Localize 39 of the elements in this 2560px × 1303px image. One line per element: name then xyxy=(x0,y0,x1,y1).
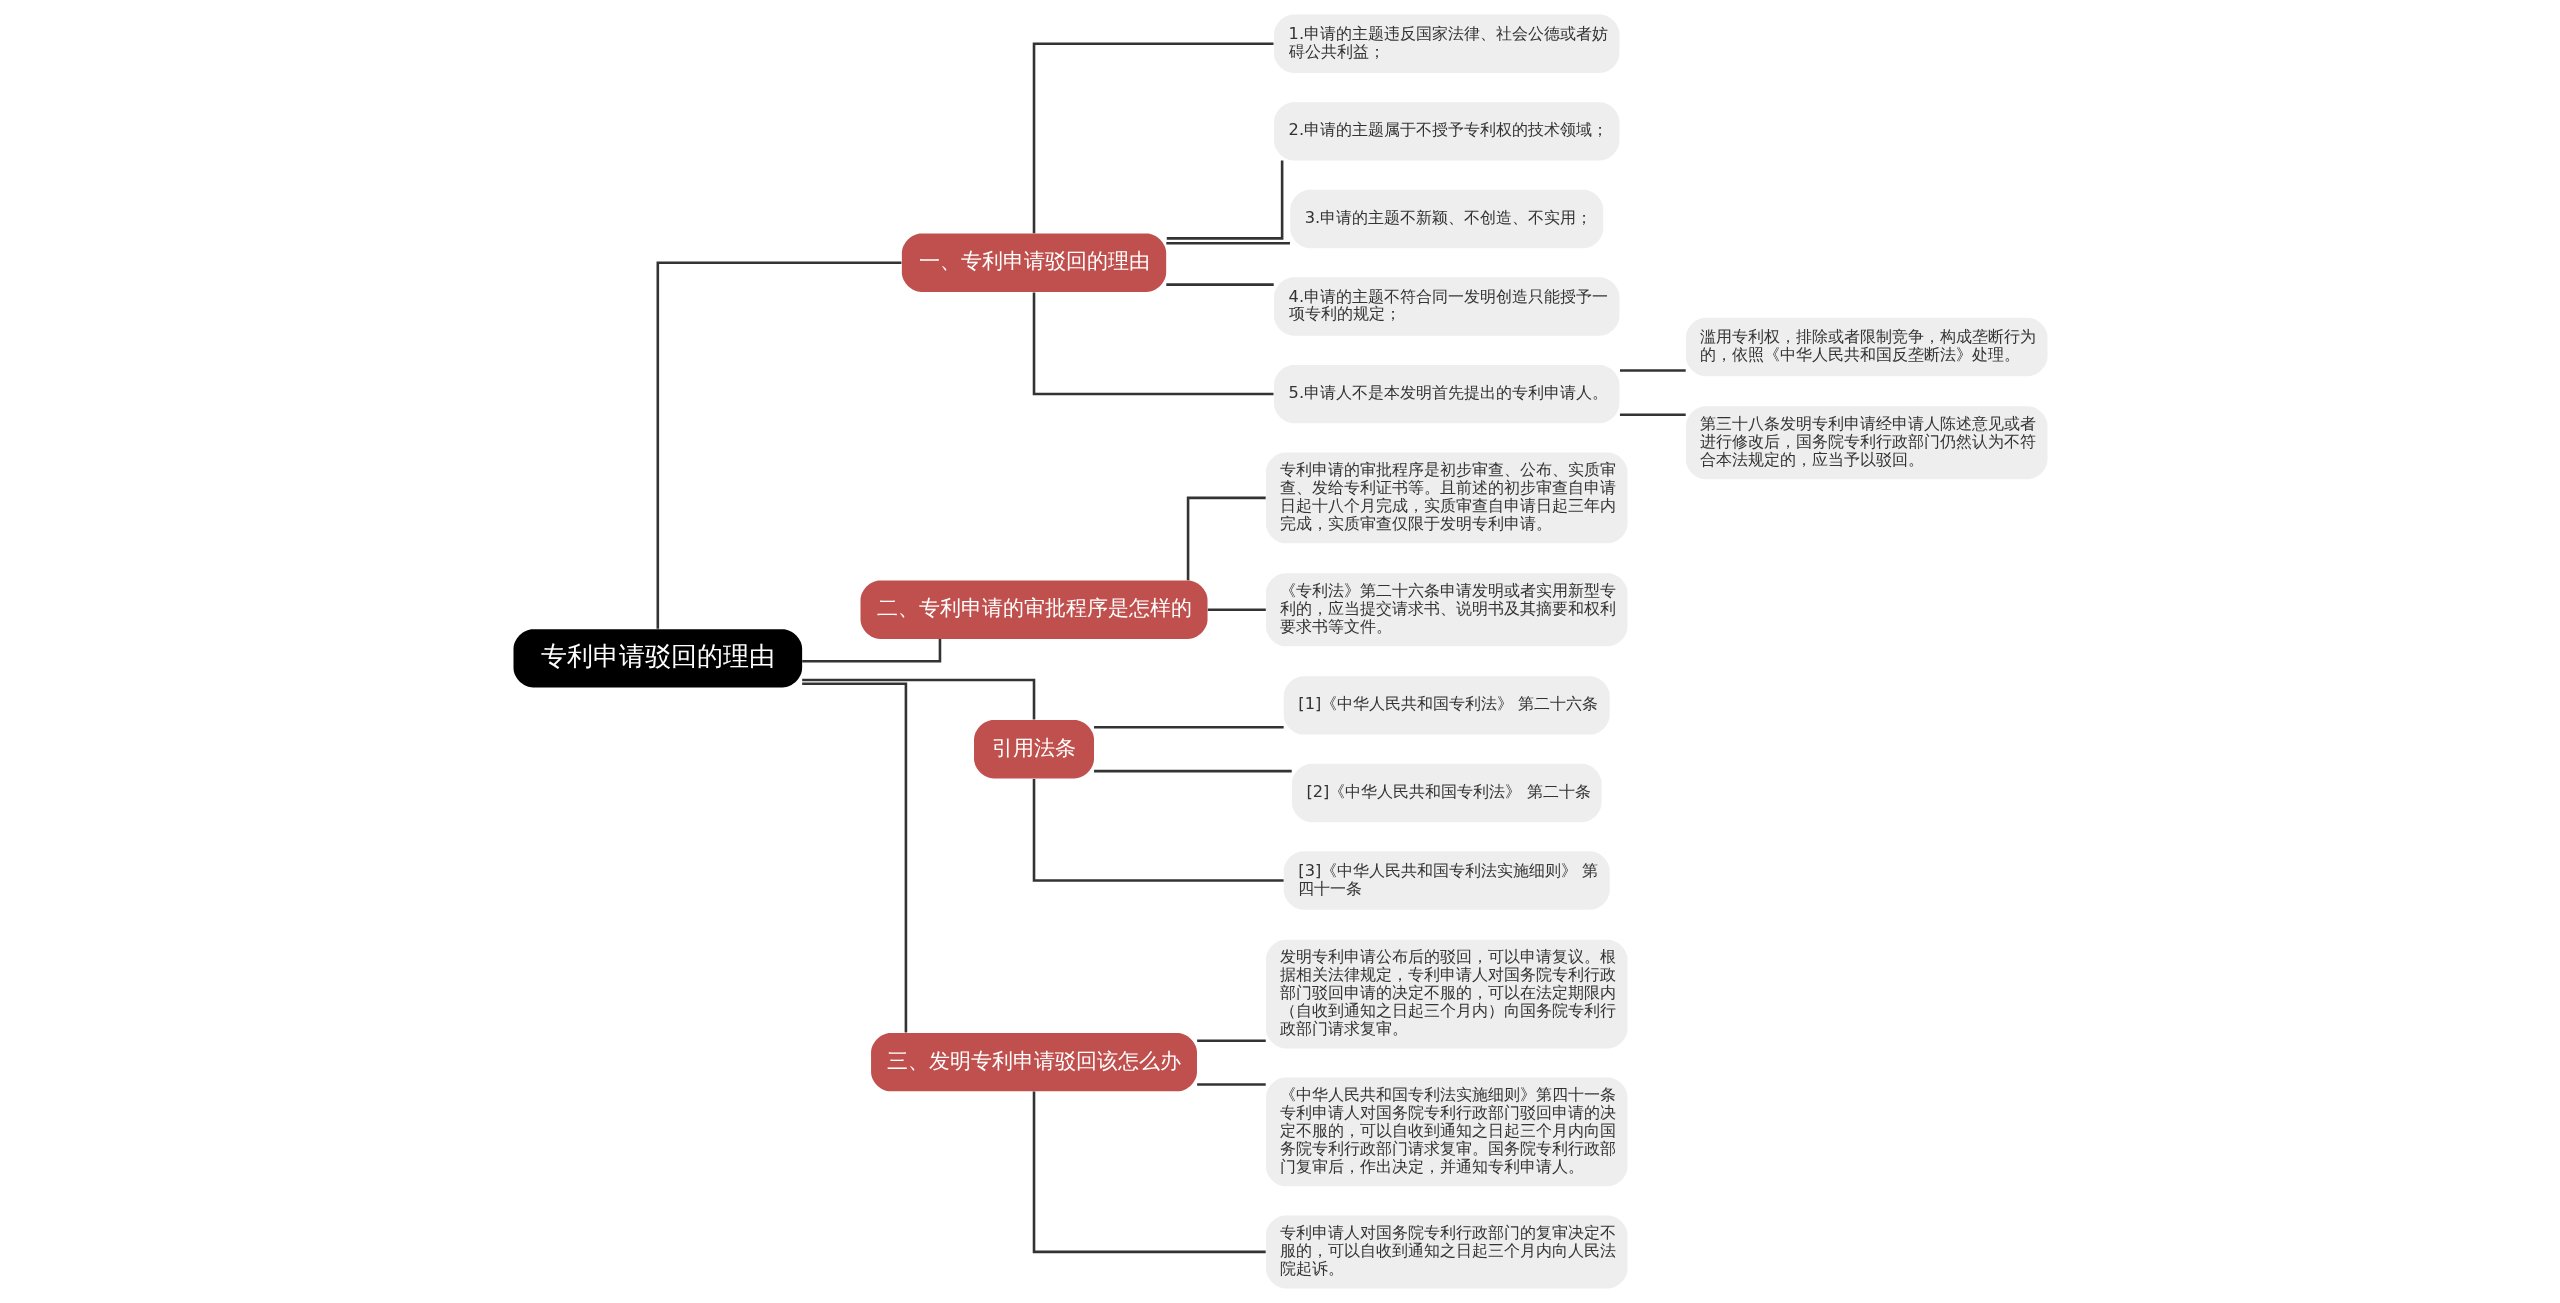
node-box: 专利申请驳回的理由 xyxy=(513,629,802,688)
node-box: 5.申请人不是本发明首先提出的专利申请人。 xyxy=(1273,364,1619,424)
connector xyxy=(1196,1083,1266,1086)
node-box: [2]《中华人民共和国专利法》 第二十条 xyxy=(1291,763,1602,823)
connector xyxy=(801,639,941,663)
connector xyxy=(1619,413,1686,417)
connector xyxy=(1032,292,1273,396)
node-box: 4.申请的主题不符合同一发明创造只能授予一项专利的规定； xyxy=(1273,277,1619,336)
connector xyxy=(1032,1091,1266,1254)
connector xyxy=(1165,283,1274,286)
connector xyxy=(1165,241,1290,245)
node-box: 3.申请的主题不新颖、不创造、不实用； xyxy=(1289,189,1603,249)
node-box: [3]《中华人民共和国专利法实施细则》 第四十一条 xyxy=(1283,851,1610,910)
connector xyxy=(656,261,901,629)
connector xyxy=(1032,779,1284,882)
connector xyxy=(1166,160,1283,240)
connector xyxy=(801,682,907,1033)
connector xyxy=(1186,496,1266,581)
node-box: 滥用专利权，排除或者限制竞争，构成垄断行为的，依照《中华人民共和国反垄断法》处理。 xyxy=(1685,317,2047,377)
connector xyxy=(1196,1039,1266,1042)
node-box: 三、发明专利申请驳回该怎么办 xyxy=(870,1033,1197,1092)
node-box: 《专利法》第二十六条申请发明或者实用新型专利的，应当提交请求书、说明书及其摘要和权利要求书等文件。 xyxy=(1265,573,1627,647)
node-box: [1]《中华人民共和国专利法》 第二十六条 xyxy=(1283,676,1610,735)
node-box: 一、专利申请驳回的理由 xyxy=(901,233,1166,292)
node-box: 第三十八条发明专利申请经申请人陈述意见或者进行修改后，国务院专利行政部门仍然认为不符合本法规定的，应当予以驳回。 xyxy=(1685,406,2047,480)
node-box: 引用法条 xyxy=(973,720,1094,779)
node-box: 发明专利申请公布后的驳回，可以申请复议。根据相关法律规定，专利申请人对国务院专利行政部门驳回申请的决定不服的，可以在法定期限内（自收到通知之日起三个月内）向国务院专利行政部门请求复审。 xyxy=(1265,939,1627,1049)
connector xyxy=(1619,369,1686,372)
connector xyxy=(1207,608,1266,612)
node-box: 1.申请的主题违反国家法律、社会公德或者妨碍公共利益； xyxy=(1273,14,1619,73)
connector xyxy=(801,678,1035,720)
node-box: 专利申请人对国务院专利行政部门的复审决定不服的，可以自收到通知之日起三个月内向人民法院起诉。 xyxy=(1265,1215,1627,1289)
node-box: 《中华人民共和国专利法实施细则》第四十一条专利申请人对国务院专利行政部门驳回申请的决定不服的，可以自收到通知之日起三个月内向国务院专利行政部门请求复审。国务院专利行政部门复审后，作出决定，并通知专利申请人。 xyxy=(1265,1077,1627,1187)
connector xyxy=(1093,769,1292,773)
node-box: 专利申请的审批程序是初步审查、公布、实质审查、发给专利证书等。且前述的初步审查自申请日起十八个月完成，实质审查自申请日起三年内完成，实质审查仅限于发明专利申请。 xyxy=(1265,452,1627,544)
connector xyxy=(1093,726,1284,729)
node-box: 2.申请的主题属于不授予专利权的技术领域； xyxy=(1273,102,1619,161)
node-box: 二、专利申请的审批程序是怎样的 xyxy=(860,580,1208,639)
connector xyxy=(1032,42,1273,234)
